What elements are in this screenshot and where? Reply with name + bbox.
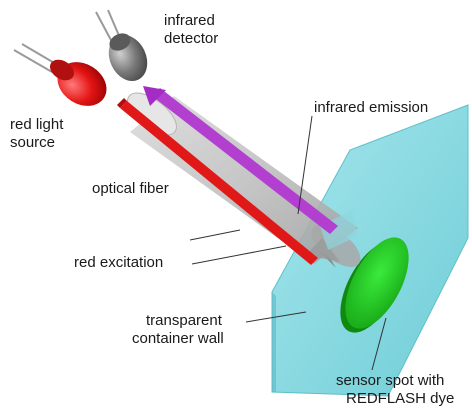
infrared-emission-arrow xyxy=(143,86,338,234)
label-red-light-source-2: source xyxy=(10,134,56,151)
leader-infrared-emission xyxy=(297,115,313,215)
red-excitation-beam xyxy=(117,98,318,265)
label-infrared-emission: infrared emission xyxy=(314,99,429,116)
leader-optical-fiber xyxy=(189,229,241,241)
sensor-spot xyxy=(340,237,409,333)
label-red-light-source-1: red light xyxy=(10,116,64,133)
label-container-wall-1: transparent xyxy=(146,312,222,329)
label-infrared-detector-1: infrared xyxy=(164,12,215,29)
infrared-detector xyxy=(95,9,148,82)
leader-lines xyxy=(189,115,387,371)
label-sensor-spot-2: REDFLASH dye xyxy=(346,390,455,407)
label-optical-fiber: optical fiber xyxy=(92,180,169,197)
leader-red-excitation xyxy=(191,245,287,265)
optical-fiber xyxy=(127,92,361,268)
label-sensor-spot-1: sensor spot with xyxy=(336,372,445,389)
red-led xyxy=(13,43,107,106)
leader-container-wall xyxy=(245,311,307,323)
label-infrared-detector-2: detector xyxy=(164,30,219,47)
label-container-wall-2: container wall xyxy=(132,330,224,347)
leader-sensor-spot xyxy=(371,317,387,371)
label-red-excitation: red excitation xyxy=(74,254,164,271)
